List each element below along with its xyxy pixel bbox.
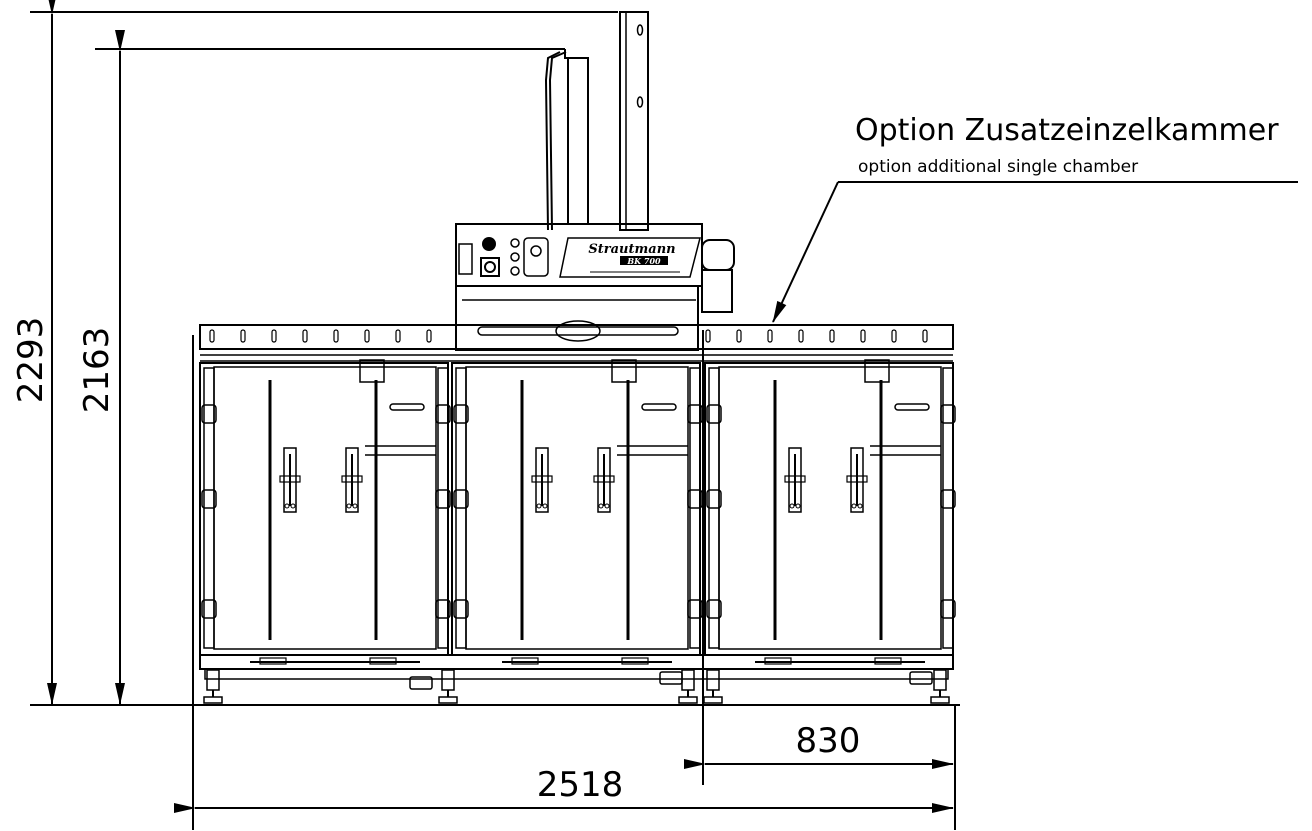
side-hinge [687, 404, 703, 424]
side-hinge [706, 599, 722, 619]
door-latch [597, 447, 611, 513]
hinge-bracket [359, 359, 385, 383]
rail-slot [240, 329, 246, 343]
chamber-1 [199, 359, 451, 665]
rail-slot [891, 329, 897, 343]
door-latch [788, 447, 802, 513]
side-hinge [201, 489, 217, 509]
side-hinge [940, 404, 956, 424]
chamber-3 [704, 359, 956, 665]
adjustable-foot [930, 669, 950, 704]
side-hinge [687, 599, 703, 619]
side-hinge [435, 489, 451, 509]
rail-slot [829, 329, 835, 343]
dimension-chamber-width: 830 [684, 330, 954, 785]
side-hinge [453, 404, 469, 424]
door-latch [535, 447, 549, 513]
rail-slot [395, 329, 401, 343]
door-latch [283, 447, 297, 513]
rail-slot [922, 329, 928, 343]
side-hinge [940, 599, 956, 619]
rail-slot [209, 329, 215, 343]
side-hinge [687, 489, 703, 509]
rail-slot [705, 329, 711, 343]
rail-slot [798, 329, 804, 343]
overall-height-label: 2293 [11, 317, 51, 404]
machine-frame [199, 324, 954, 680]
dimension-column-height: 2163 [77, 30, 565, 705]
rail-slot [767, 329, 773, 343]
side-hinge [706, 489, 722, 509]
frame-bracket [409, 676, 433, 690]
side-hinge [201, 404, 217, 424]
chamber-width-label: 830 [796, 721, 861, 761]
rail-slot [860, 329, 866, 343]
door-handle [389, 403, 425, 411]
rail-slot [302, 329, 308, 343]
side-hinge [435, 404, 451, 424]
adjustable-foot [438, 669, 458, 704]
adjustable-foot [703, 669, 723, 704]
adjustable-foot [203, 669, 223, 704]
frame-bracket [659, 671, 683, 685]
model-logo-text: BK 700 [626, 256, 661, 266]
column-height-label: 2163 [77, 327, 117, 414]
side-hinge [435, 599, 451, 619]
control-unit: Strautmann BK 700 [455, 223, 735, 351]
hinge-bracket [864, 359, 890, 383]
door-handle [894, 403, 930, 411]
door-latch [345, 447, 359, 513]
rail-slot [364, 329, 370, 343]
side-hinge [201, 599, 217, 619]
side-hinge [940, 489, 956, 509]
rail-slot [736, 329, 742, 343]
overall-width-label: 2518 [537, 765, 624, 805]
side-hinge [453, 489, 469, 509]
option-subtitle-text: option additional single chamber [858, 157, 1138, 177]
hinge-bracket [611, 359, 637, 383]
rail-slot [426, 329, 432, 343]
control-button-icon [482, 237, 496, 251]
side-hinge [453, 599, 469, 619]
brand-logo-text: Strautmann [588, 242, 675, 257]
option-callout: Option Zusatzeinzelkammer option additio… [772, 113, 1298, 323]
frame-bracket [909, 671, 933, 685]
rail-slot [333, 329, 339, 343]
chamber-2 [451, 359, 703, 665]
lifting-column [544, 11, 649, 231]
door-latch [850, 447, 864, 513]
option-title-text: Option Zusatzeinzelkammer [855, 113, 1279, 148]
rail-slot [271, 329, 277, 343]
dimension-overall-width: 2518 [174, 335, 956, 830]
side-hinge [706, 404, 722, 424]
dimension-overall-height: 2293 [11, 0, 618, 705]
door-handle [641, 403, 677, 411]
